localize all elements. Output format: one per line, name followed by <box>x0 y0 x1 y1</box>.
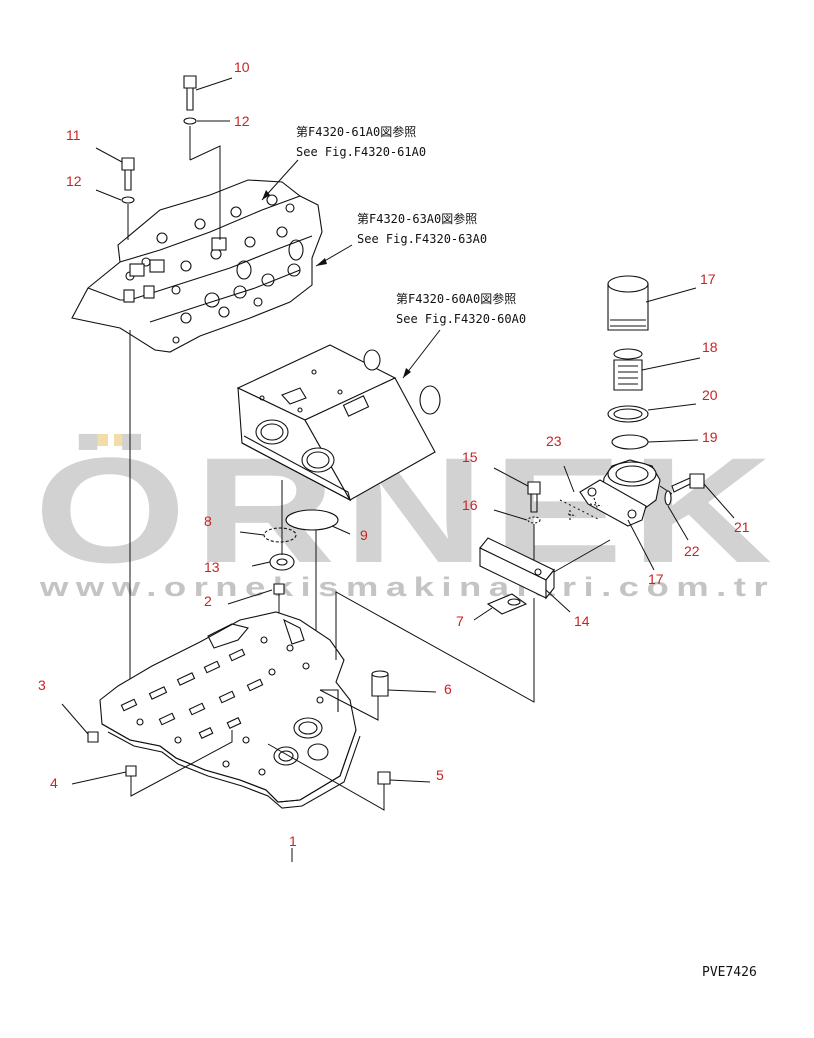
upper-valve-assembly <box>71 179 323 353</box>
callout-20: 20 <box>702 387 718 403</box>
bolt-15 <box>493 467 541 513</box>
watermark-umlaut-right <box>114 434 140 446</box>
callout-15: 15 <box>462 449 478 465</box>
callout-2: 2 <box>204 593 212 609</box>
callout-9: 9 <box>360 527 368 543</box>
ref-60-en: See Fig.F4320-60A0 <box>396 312 526 326</box>
gasket-7 <box>473 593 528 621</box>
block-14 <box>479 537 611 613</box>
callout-5: 5 <box>436 767 444 783</box>
callout-4: 4 <box>50 775 58 791</box>
callout-11: 11 <box>66 127 81 143</box>
callout-13: 13 <box>204 559 220 575</box>
ref-63-jp: 第F4320-63A0図参照 <box>357 211 477 226</box>
callout-17-bottom: 17 <box>648 571 664 587</box>
ref-arrow-60 <box>402 329 441 379</box>
callout-7: 7 <box>456 613 464 629</box>
plug-2 <box>227 583 285 630</box>
watermark-url: www.ornekismakinalari.com.tr <box>39 572 775 602</box>
callout-8: 8 <box>204 513 212 529</box>
housing-17 <box>579 459 673 571</box>
plug-4 <box>71 730 233 797</box>
callout-22: 22 <box>684 543 700 559</box>
ref-61-en: See Fig.F4320-61A0 <box>296 145 426 159</box>
callout-12-top: 12 <box>234 113 250 129</box>
callout-18: 18 <box>702 339 718 355</box>
callout-21: 21 <box>734 519 750 535</box>
ref-61-jp: 第F4320-61A0図参照 <box>296 124 416 139</box>
lower-plate-1 <box>99 611 361 809</box>
drawing-code: PVE7426 <box>702 965 757 980</box>
plug-6 <box>319 670 437 721</box>
washer-12-top <box>183 117 230 240</box>
ref-arrow-63 <box>315 244 353 267</box>
spring-18 <box>613 348 701 391</box>
callout-1: 1 <box>289 833 297 849</box>
callout-23: 23 <box>546 433 562 449</box>
callout-12-left: 12 <box>66 173 82 189</box>
callout-14: 14 <box>574 613 590 629</box>
plug-3 <box>61 703 99 743</box>
ref-60-jp: 第F4320-60A0図参照 <box>396 291 516 306</box>
ref-arrow-61 <box>261 159 299 201</box>
callout-17-top: 17 <box>700 271 716 287</box>
callout-10: 10 <box>234 59 250 75</box>
middle-valve-box <box>236 344 441 502</box>
o-ring-19 <box>611 434 699 450</box>
gasket-8 <box>239 527 297 543</box>
o-ring-20 <box>607 403 697 423</box>
gasket-9 <box>285 509 351 535</box>
washer-13 <box>251 553 295 571</box>
callout-16: 16 <box>462 497 478 513</box>
bolt-10 <box>183 75 233 111</box>
callout-19: 19 <box>702 429 718 445</box>
washer-22 <box>664 490 689 541</box>
watermark-umlaut-left <box>82 434 108 446</box>
bolt-21 <box>671 473 735 519</box>
callout-6: 6 <box>444 681 452 697</box>
plug-5 <box>267 743 431 811</box>
ref-63-en: See Fig.F4320-63A0 <box>357 232 487 246</box>
guide-line-14 <box>335 591 535 703</box>
washer-12-left <box>95 189 135 240</box>
pin-23 <box>559 465 603 521</box>
bolt-11 <box>95 147 135 191</box>
callout-3: 3 <box>38 677 46 693</box>
filter-element-17 <box>607 275 697 331</box>
